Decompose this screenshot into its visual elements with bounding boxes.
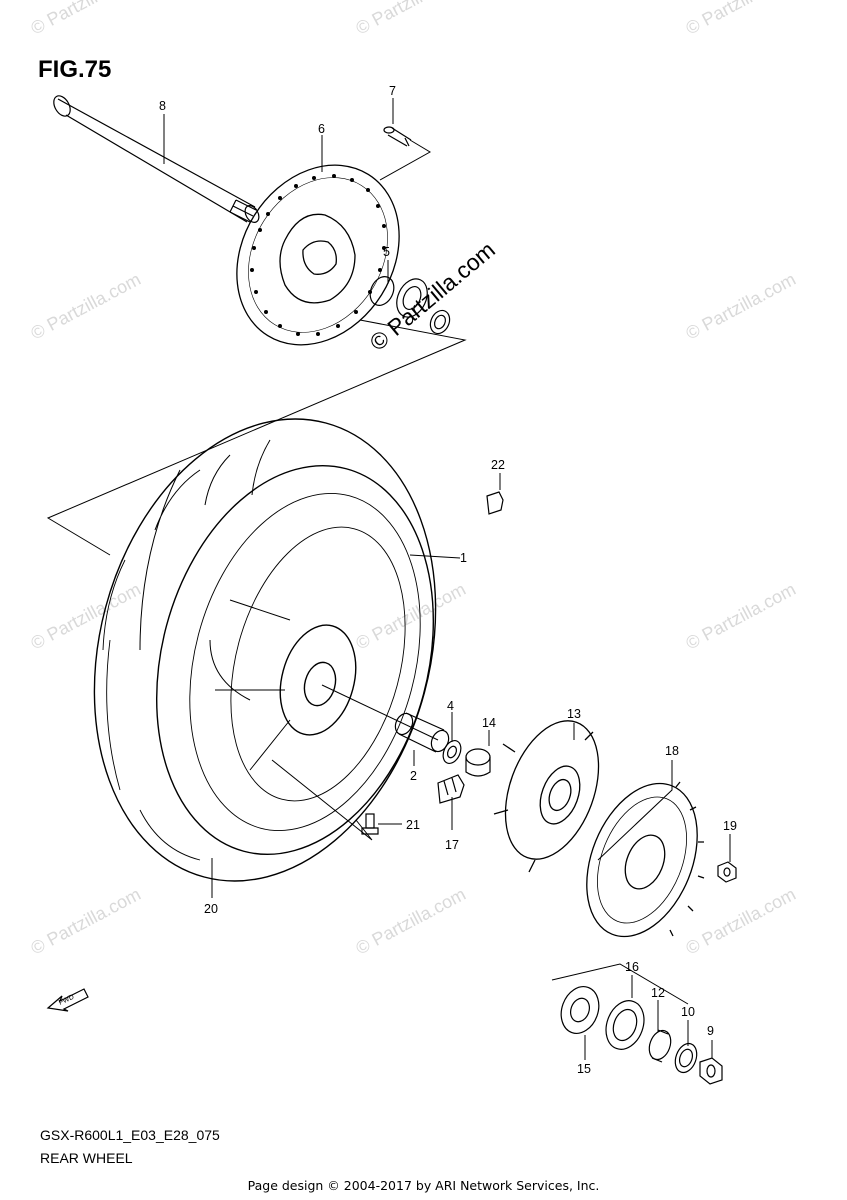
part-label: 14 xyxy=(482,716,496,730)
sprocket-mounting-drum[interactable] xyxy=(488,708,616,873)
part-label: 8 xyxy=(159,99,166,113)
bearing[interactable] xyxy=(366,273,454,337)
oil-seal[interactable] xyxy=(440,738,465,767)
spacer-12[interactable] xyxy=(645,1027,674,1063)
watermark: © Partzilla.com xyxy=(27,0,143,39)
figure-title: FIG.75 xyxy=(38,56,112,83)
watermark: © Partzilla.com xyxy=(27,269,143,344)
part-label: 20 xyxy=(204,902,218,916)
forward-arrow-icon: FWD xyxy=(46,988,89,1012)
part-label: 15 xyxy=(577,1062,591,1076)
balancer[interactable] xyxy=(486,491,504,515)
watermark: © Partzilla.com xyxy=(27,884,143,959)
rear-wheel[interactable] xyxy=(45,380,485,919)
watermark: © Partzilla.com xyxy=(682,0,798,39)
part-label: 1 xyxy=(460,551,467,565)
section-name: REAR WHEEL xyxy=(40,1150,133,1166)
oil-seal-16[interactable] xyxy=(600,995,651,1054)
model-code: GSX-R600L1_E03_E28_075 xyxy=(40,1127,220,1143)
disc-bolt[interactable] xyxy=(383,126,412,147)
part-label: 12 xyxy=(651,986,665,1000)
part-label: 19 xyxy=(723,819,737,833)
watermark-layer: © Partzilla.com © Partzilla.com © Partzi… xyxy=(27,0,798,959)
part-label: 2 xyxy=(410,769,417,783)
part-label: 17 xyxy=(445,838,459,852)
watermark: © Partzilla.com xyxy=(682,269,798,344)
bearing-15[interactable] xyxy=(555,981,605,1038)
watermark: © Partzilla.com xyxy=(682,579,798,654)
leader-lines xyxy=(46,98,731,1060)
watermark: © Partzilla.com xyxy=(682,884,798,959)
rear-sprocket[interactable] xyxy=(566,767,719,953)
part-label: 10 xyxy=(681,1005,695,1019)
part-label: 7 xyxy=(389,84,396,98)
part-label: 9 xyxy=(707,1024,714,1038)
watermark: © Partzilla.com xyxy=(352,579,468,654)
part-label: 6 xyxy=(318,122,325,136)
axle[interactable] xyxy=(50,93,261,225)
page-footer: Page design © 2004-2017 by ARI Network S… xyxy=(247,1178,600,1193)
axle-nut-9[interactable] xyxy=(699,1057,723,1085)
part-label: 5 xyxy=(383,245,390,259)
part-label: 21 xyxy=(406,818,420,832)
part-label: 13 xyxy=(567,707,581,721)
part-label: 4 xyxy=(447,699,454,713)
sprocket-nut[interactable] xyxy=(717,861,737,883)
part-label: 22 xyxy=(491,458,505,472)
watermark: © Partzilla.com xyxy=(352,0,468,39)
part-label: 16 xyxy=(625,960,639,974)
watermark: © Partzilla.com xyxy=(27,579,143,654)
part-labels: 1 2 4 5 6 7 8 9 10 12 13 14 15 16 17 18 … xyxy=(159,84,737,1076)
washer-10[interactable] xyxy=(671,1040,700,1075)
bushing[interactable] xyxy=(465,748,491,777)
cushion[interactable] xyxy=(437,774,465,804)
brake-disc[interactable] xyxy=(204,135,432,376)
watermark: © Partzilla.com xyxy=(352,884,468,959)
part-label: 18 xyxy=(665,744,679,758)
